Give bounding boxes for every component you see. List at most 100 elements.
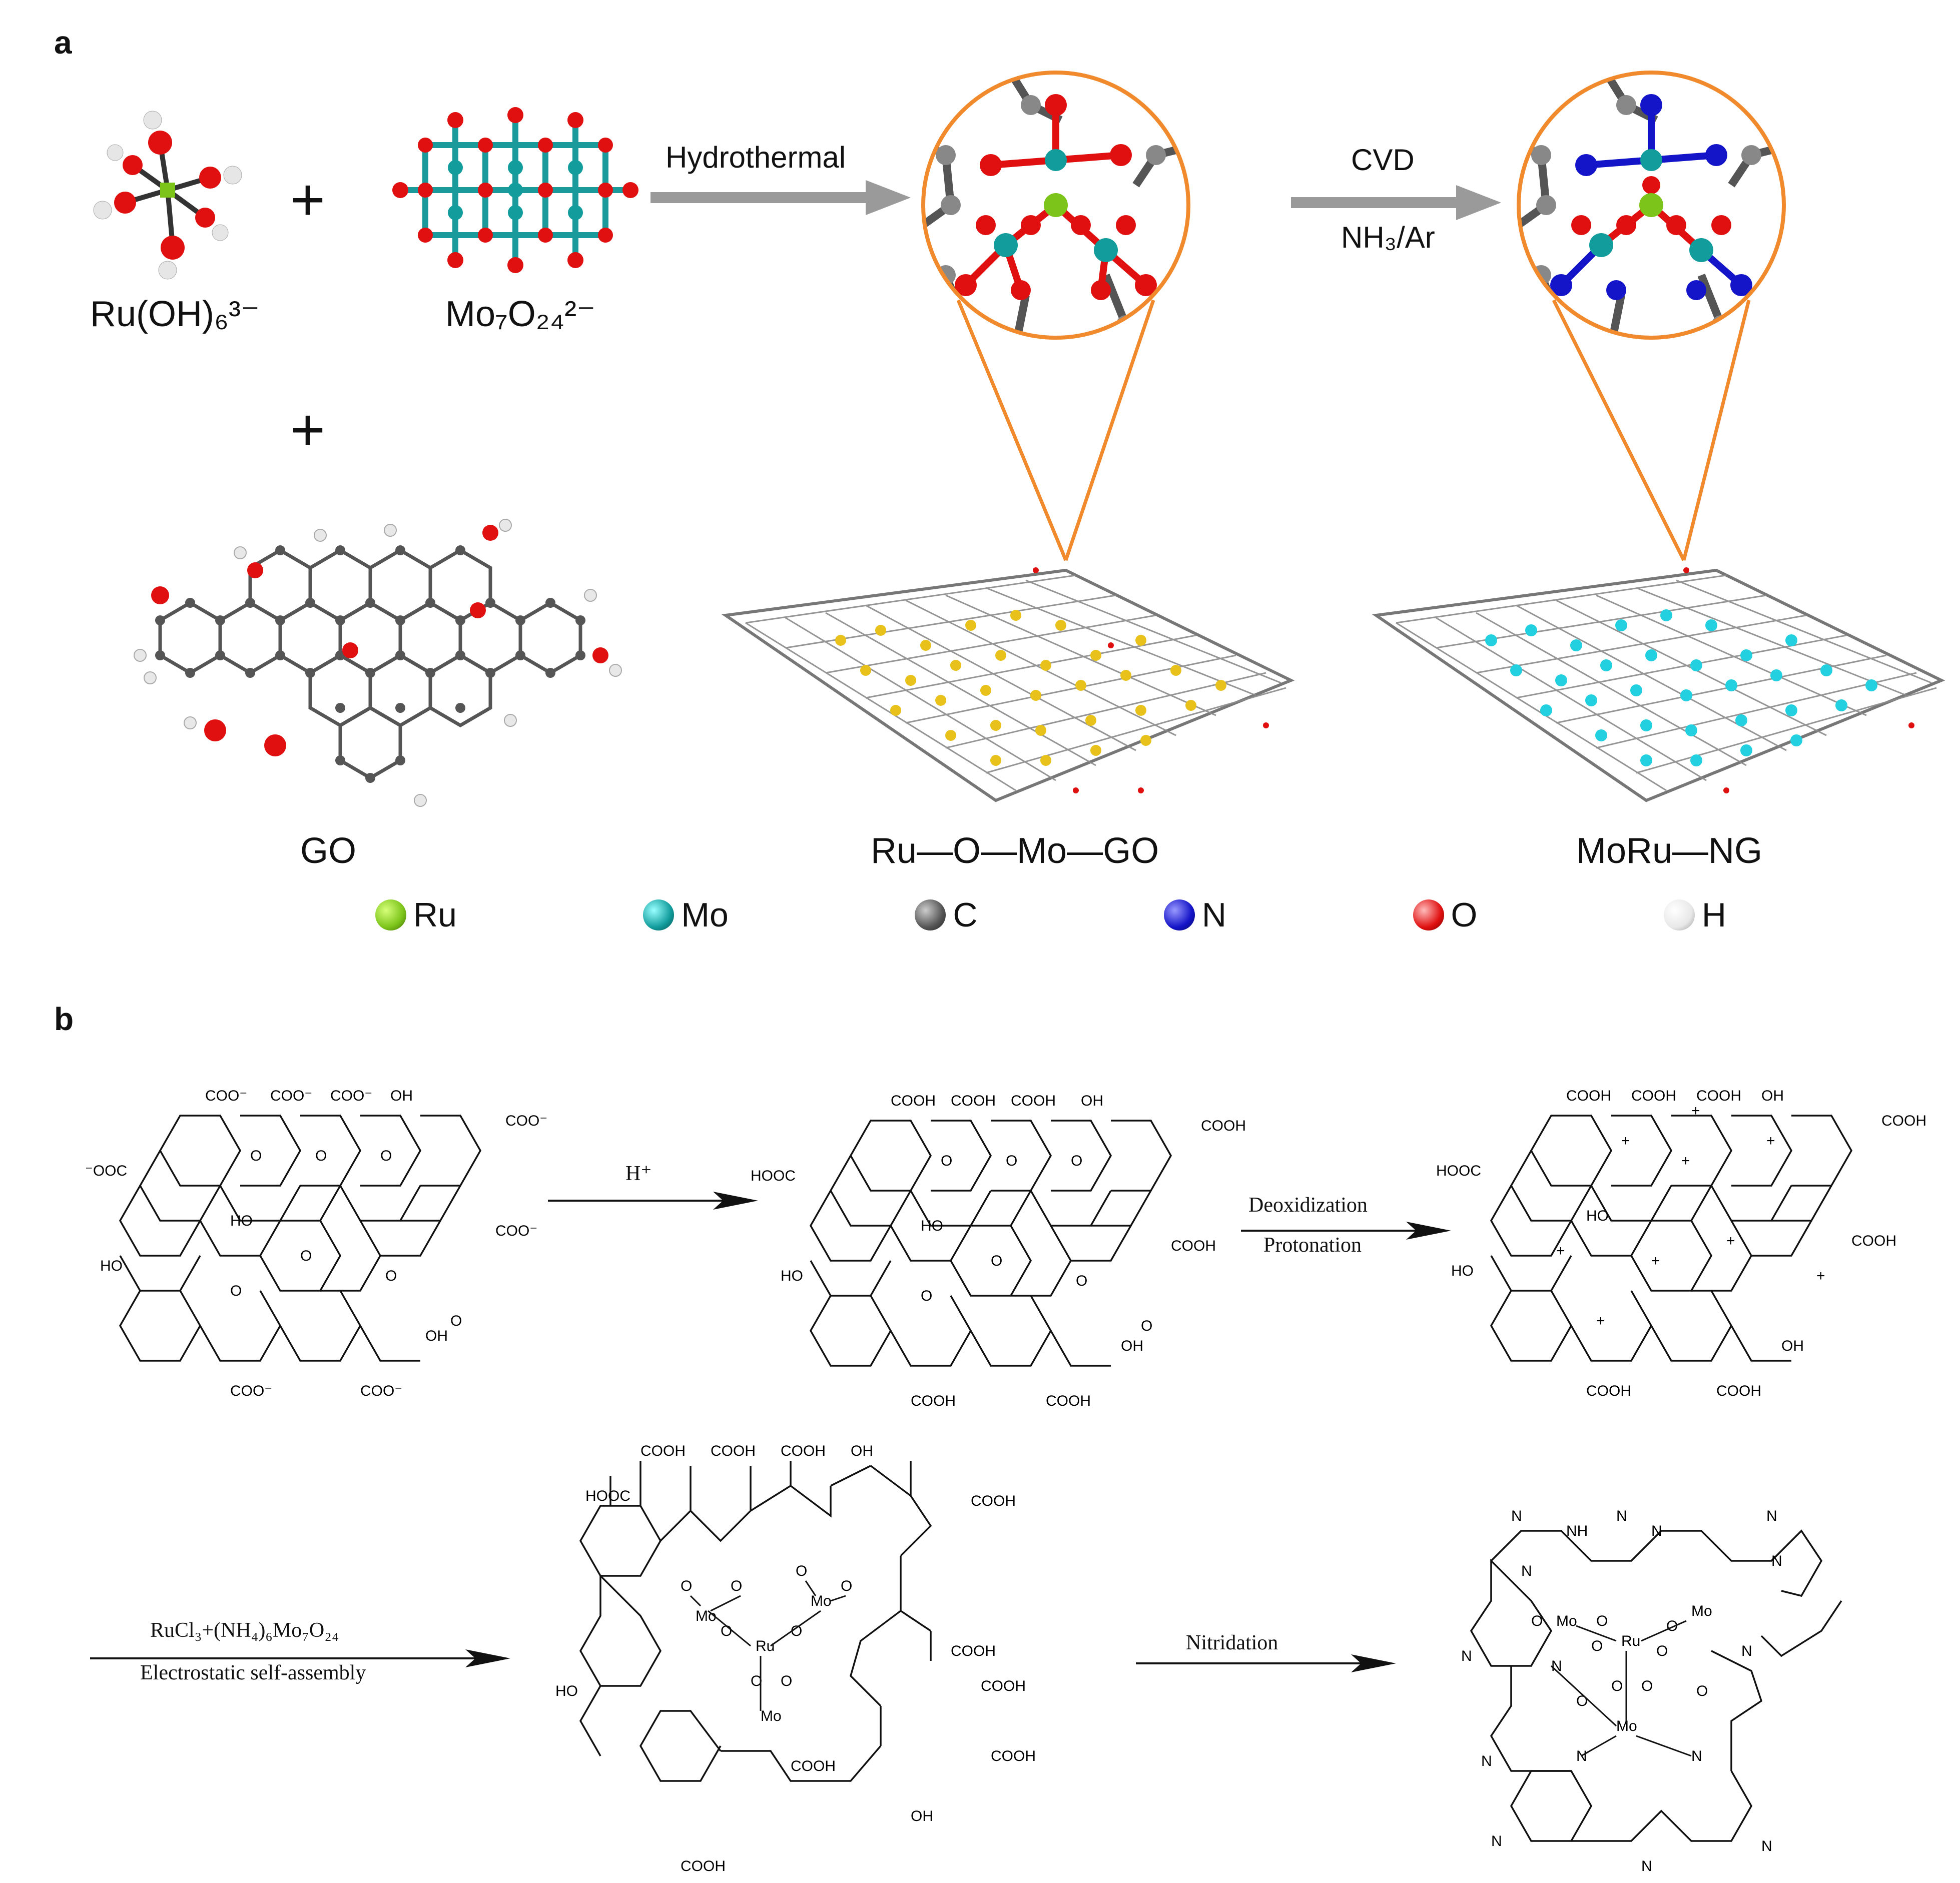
oh-5: OH — [1761, 1088, 1784, 1104]
carbocation-9: + — [1816, 1268, 1825, 1284]
oh-6: OH — [1781, 1338, 1804, 1354]
coo-minus-4: COO⁻ — [505, 1113, 547, 1129]
epoxide-o-4: O — [300, 1248, 312, 1264]
o-ligand-8: O — [781, 1673, 792, 1689]
go-label: GO — [300, 831, 357, 871]
epoxide-o-1: O — [250, 1148, 262, 1164]
mo-center-3: Mo — [761, 1708, 782, 1724]
legend-c: C — [915, 895, 977, 934]
cooh-23: COOH — [681, 1858, 726, 1874]
cooh-4: COOH — [1201, 1118, 1246, 1134]
ketone-o-1: O — [450, 1313, 462, 1329]
cooh-7: COOH — [1046, 1393, 1091, 1409]
cooh-16: COOH — [711, 1443, 756, 1459]
cooh-20: COOH — [981, 1678, 1026, 1694]
carbocation-7: + — [1726, 1233, 1735, 1249]
cvd-label: CVD — [1351, 143, 1415, 177]
arrow-deoxidization — [1241, 1222, 1451, 1240]
o-ligand-4: O — [841, 1578, 852, 1594]
n-3: N — [1766, 1508, 1777, 1524]
hydrothermal-arrow — [650, 180, 911, 215]
ru-o-mo-go-label: Ru—O—Mo—GO — [871, 831, 1159, 871]
n-6: N — [1771, 1553, 1782, 1569]
o-ligand-14: O — [1611, 1678, 1623, 1694]
atom-legend: Ru Mo C N O H — [375, 895, 1726, 934]
o-ligand-12: O — [1591, 1638, 1603, 1654]
epoxide-o-6: O — [385, 1268, 397, 1284]
hooc-2: HOOC — [1436, 1163, 1481, 1179]
mo-center-5: Mo — [1691, 1603, 1712, 1619]
legend-o: O — [1413, 895, 1477, 934]
ru-center-1: Ru — [756, 1638, 775, 1654]
cooh-11: COOH — [1881, 1113, 1926, 1129]
ru-center-2: Ru — [1621, 1633, 1640, 1649]
o-ligand-6: O — [791, 1623, 802, 1639]
epoxide-o-5: O — [230, 1283, 242, 1299]
ho-2: HO — [230, 1213, 253, 1229]
structure-go-carboxylate: COO⁻ COO⁻ COO⁻ OH COO⁻ ⁻OOC COO⁻ HO HO O… — [85, 1088, 547, 1399]
epoxide-o-3: O — [380, 1148, 392, 1164]
cvd-arrow — [1291, 185, 1501, 220]
cooh-14: COOH — [1716, 1383, 1761, 1399]
n-7: N — [1461, 1648, 1472, 1664]
cooh-19: COOH — [951, 1643, 996, 1659]
zoom-circle-moru-ng — [1517, 71, 1786, 561]
graphene-oxide-sheet — [134, 519, 622, 807]
cooh-9: COOH — [1631, 1088, 1676, 1104]
ho-3: HO — [781, 1268, 803, 1284]
carbocation-5: + — [1556, 1243, 1565, 1259]
cooh-8: COOH — [1566, 1088, 1611, 1104]
cooh-15: COOH — [640, 1443, 686, 1459]
ru-o-mo-go-sheet — [721, 567, 1295, 802]
structure-go-cooh: COOH COOH COOH OH COOH HOOC COOH HO HO O… — [751, 1093, 1246, 1409]
cooh-2: COOH — [951, 1093, 996, 1109]
ketone-o-2: O — [1141, 1318, 1152, 1334]
coo-minus-2: COO⁻ — [270, 1088, 312, 1104]
ho-6: HO — [1586, 1208, 1609, 1224]
o-ligand-15: O — [1641, 1678, 1653, 1694]
mo-center-2: Mo — [811, 1593, 832, 1609]
cooh-3: COOH — [1011, 1093, 1056, 1109]
mo-center-4: Mo — [1556, 1613, 1577, 1629]
cooh-1: COOH — [891, 1093, 936, 1109]
n-11: N — [1491, 1833, 1502, 1849]
n-8: N — [1551, 1658, 1562, 1674]
ho-4: HO — [921, 1218, 943, 1234]
moru-ng-sheet — [1372, 567, 1945, 802]
molybdate-molecule — [392, 107, 638, 273]
epoxide-o-2: O — [315, 1148, 327, 1164]
hooc-3: HOOC — [585, 1488, 630, 1504]
o-ligand-1: O — [681, 1578, 692, 1594]
epoxide-o-7: O — [941, 1153, 952, 1169]
o-ligand-7: O — [751, 1673, 762, 1689]
cooh-13: COOH — [1586, 1383, 1631, 1399]
carbocation-6: + — [1651, 1253, 1660, 1269]
coo-minus-7: COO⁻ — [360, 1383, 402, 1399]
structure-moru-ng-complex: N N N N NH N N N N N N N N N N N Mo Mo R… — [1461, 1508, 1842, 1874]
o-ligand-5: O — [721, 1623, 732, 1639]
deoxidization-label: Deoxidization — [1248, 1194, 1368, 1217]
o-ligand-16: O — [1696, 1683, 1708, 1699]
o-ligand-3: O — [796, 1563, 807, 1579]
cooh-6: COOH — [911, 1393, 956, 1409]
epoxide-o-11: O — [921, 1288, 932, 1304]
arrow-h-plus — [548, 1192, 758, 1210]
self-assembly-label: Electrostatic self-assembly — [140, 1661, 366, 1684]
plus-sign-1: + — [290, 166, 326, 233]
coo-minus-1: COO⁻ — [205, 1088, 247, 1104]
n-4: N — [1521, 1563, 1532, 1579]
o-ligand-13: O — [1656, 1643, 1668, 1659]
nitridation-label: Nitridation — [1186, 1631, 1278, 1654]
o-ligand-9: O — [1531, 1613, 1543, 1629]
plus-sign-2: + — [290, 396, 326, 463]
ru-hydroxide-molecule — [93, 111, 242, 280]
moru-ng-label: MoRu—NG — [1576, 831, 1763, 871]
oh-8: OH — [911, 1808, 933, 1824]
zoom-circle-ru-o-mo — [921, 71, 1190, 561]
epoxide-o-9: O — [1071, 1153, 1082, 1169]
cooh-5: COOH — [1171, 1238, 1216, 1254]
epoxide-o-8: O — [1006, 1153, 1017, 1169]
legend-h: H — [1663, 895, 1726, 934]
structure-protonated-rgo: COOH COOH COOH OH COOH HOOC COOH HO HO O… — [1436, 1088, 1926, 1399]
hooc-1: HOOC — [751, 1168, 796, 1184]
